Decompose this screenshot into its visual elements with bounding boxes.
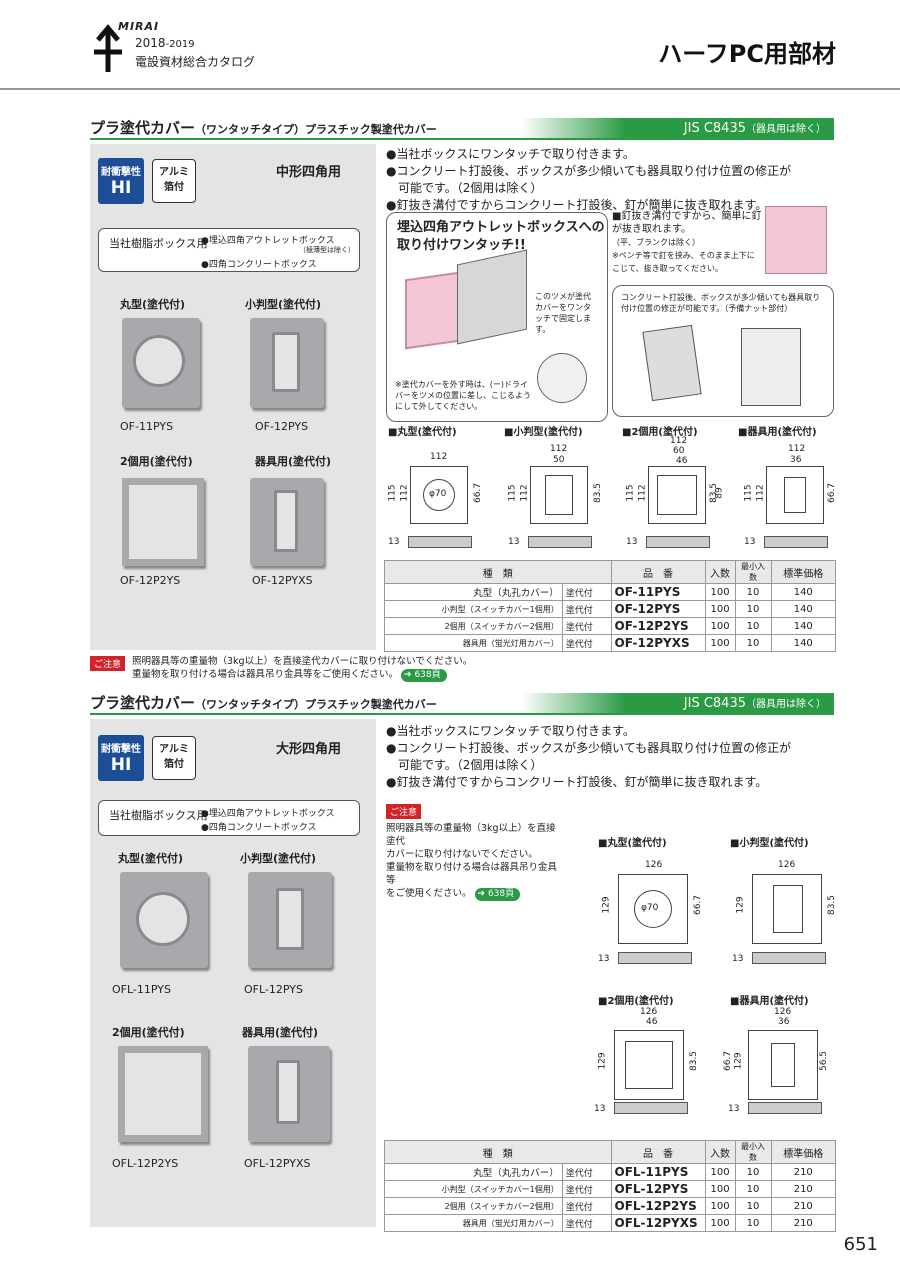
page-ref-link[interactable]: ➔ 638頁: [474, 888, 521, 901]
section2-product-panel: [90, 719, 376, 1227]
product-code: OFL-12P2YS: [112, 1157, 179, 1170]
section1-jis: JIS C8435（器具用は除く）: [683, 121, 826, 136]
product-image-fixture-plate: [248, 1046, 330, 1142]
drawing-label: ■2個用(塗代付): [598, 996, 674, 1007]
mirai-logo-icon: [94, 24, 122, 72]
catalog-name: 電設資材総合カタログ: [135, 55, 256, 69]
product-image-2gang-frame: [122, 478, 204, 566]
section2-caution-text: 照明器具等の重量物（3kg以上）を直接塗代 カバーに取り付けないでください。 重…: [386, 823, 558, 901]
product-image-oval-plate: [248, 872, 332, 968]
section2-price-table: 種 類 品 番 入数 最小入数 標準価格 丸型（丸孔カバー）塗代付 OFL-11…: [384, 1140, 837, 1232]
nail-removal-note: ■釘抜き溝付ですから、簡単に釘が抜き取れます。 （平、ブランクは除く） ※ペンチ…: [612, 211, 762, 273]
product-title: 器具用(塗代付): [242, 1026, 319, 1039]
product-code: OFL-12PYXS: [244, 1157, 311, 1170]
brand-logo-text: MIRAI: [118, 20, 160, 33]
tilt-illustration: コンクリート打設後、ボックスが多少傾いても器具取り付け位置の修正が可能です。（予…: [612, 285, 834, 417]
product-code: OF-12PYXS: [252, 574, 313, 587]
section2-size-label: 大形四角用: [276, 742, 342, 757]
header-divider: [0, 88, 900, 90]
product-title: 小判型(塗代付): [240, 852, 317, 865]
product-code: OFL-12PYS: [244, 983, 303, 996]
dimension-drawing-oval: [530, 466, 588, 524]
section2-title: プラ塗代カバー（ワンタッチタイプ）プラスチック製塗代カバー: [90, 694, 437, 712]
side-profile: [528, 536, 592, 548]
aluminum-foil-badge: アルミ箔付: [152, 159, 196, 203]
dimension-drawing-fixture-large: [748, 1030, 818, 1100]
drawing-label: ■小判型(塗代付): [730, 838, 809, 849]
side-profile: [752, 952, 826, 964]
claw-zoom-circle: [537, 353, 587, 403]
section2-jis: JIS C8435（器具用は除く）: [683, 696, 826, 711]
side-profile: [614, 1102, 688, 1114]
drawing-label: ■丸型(塗代付): [388, 427, 457, 438]
product-title: 丸型(塗代付): [120, 298, 186, 311]
caution-tag: ご注意: [386, 804, 422, 819]
table-header-row: 種 類 品 番 入数 最小入数 標準価格: [384, 1140, 837, 1164]
drawing-label: ■2個用(塗代付): [622, 427, 698, 438]
aluminum-foil-badge: アルミ箔付: [152, 736, 196, 780]
nail-pliers-illustration: [765, 206, 827, 274]
dimension-drawing-fixture: [766, 466, 824, 524]
side-profile: [618, 952, 692, 964]
dimension-drawing-round-large: φ70: [618, 874, 688, 944]
product-image-oval-plate: [250, 318, 324, 408]
product-code: OF-12PYS: [255, 420, 309, 433]
product-title: 小判型(塗代付): [245, 298, 322, 311]
product-image-round-plate: [122, 318, 200, 408]
product-title: 丸型(塗代付): [118, 852, 184, 865]
side-profile: [646, 536, 710, 548]
side-profile: [408, 536, 472, 548]
section1-size-label: 中形四角用: [276, 165, 342, 180]
product-image-round-plate: [120, 872, 208, 968]
side-profile: [764, 536, 828, 548]
section2-title-bar: プラ塗代カバー（ワンタッチタイプ）プラスチック製塗代カバー JIS C8435（…: [90, 693, 834, 715]
section1-compatible-boxes: 当社樹脂ボックス用 ●埋込四角アウトレットボックス （極薄型は除く） ●四角コン…: [98, 228, 360, 272]
section1-price-table: 種 類 品 番 入数 最小入数 標準価格 丸型（丸孔カバー）塗代付 OF-11P…: [384, 560, 837, 652]
section1-caution-text: 照明器具等の重量物（3kg以上）を直接塗代カバーに取り付けないでください。 重量…: [132, 656, 473, 682]
drawing-label: ■器具用(塗代付): [730, 996, 809, 1007]
page-number: 651: [843, 1234, 878, 1255]
drawing-label: ■丸型(塗代付): [598, 838, 667, 849]
product-image-fixture-plate: [250, 478, 324, 566]
section2-features: ●当社ボックスにワンタッチで取り付きます。 ●コンクリート打設後、ボックスが多少…: [386, 724, 792, 789]
product-title: 2個用(塗代付): [112, 1026, 185, 1039]
caution-tag: ご注意: [90, 656, 126, 671]
section1-title: プラ塗代カバー（ワンタッチタイプ）プラスチック製塗代カバー: [90, 119, 437, 137]
dimension-drawing-2gang-large: [614, 1030, 684, 1100]
drawing-label: ■小判型(塗代付): [504, 427, 583, 438]
dimension-drawing-round: φ70: [410, 466, 468, 524]
dimension-drawing-oval-large: [752, 874, 822, 944]
product-title: 器具用(塗代付): [255, 455, 332, 468]
product-image-2gang-frame: [118, 1046, 208, 1142]
product-code: OF-11PYS: [120, 420, 174, 433]
section1-title-bar: プラ塗代カバー（ワンタッチタイプ）プラスチック製塗代カバー JIS C8435（…: [90, 118, 834, 140]
drawing-label: ■器具用(塗代付): [738, 427, 817, 438]
catalog-year: 2018-2019: [135, 36, 195, 50]
dimension-drawing-2gang: [648, 466, 706, 524]
section1-features: ●当社ボックスにワンタッチで取り付きます。 ●コンクリート打設後、ボックスが多少…: [386, 147, 792, 212]
table-header-row: 種 類 品 番 入数 最小入数 標準価格: [384, 560, 837, 584]
side-profile: [748, 1102, 822, 1114]
section2-compatible-boxes: 当社樹脂ボックス用 ●埋込四角アウトレットボックス ●四角コンクリートボックス: [98, 800, 360, 836]
product-code: OF-12P2YS: [120, 574, 181, 587]
page-ref-link[interactable]: ➔ 638頁: [401, 669, 447, 682]
product-code: OFL-11PYS: [112, 983, 171, 996]
onetouch-illustration: 埋込四角アウトレットボックスへの 取り付けワンタッチ!! このツメが塗代カバーを…: [386, 212, 608, 422]
product-title: 2個用(塗代付): [120, 455, 193, 468]
page-title: ハーフPC用部材: [658, 40, 836, 68]
box-illustration: [457, 249, 527, 345]
